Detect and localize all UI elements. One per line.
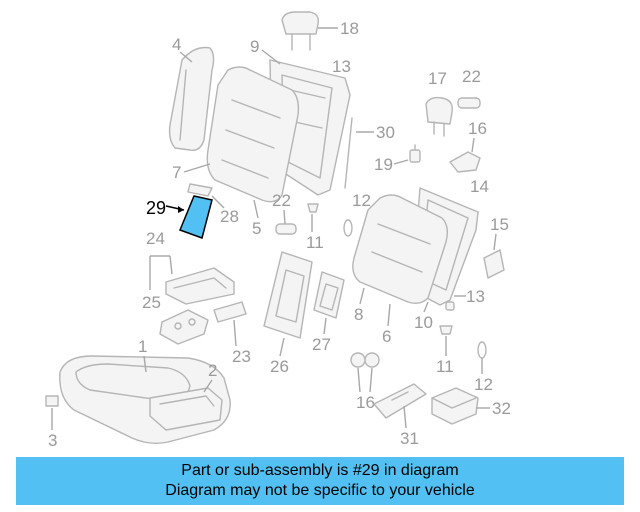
part-21-bolt[interactable] [409,144,421,163]
callout-3[interactable]: 3 [48,431,57,450]
part-27-frame[interactable] [313,271,345,319]
callout-9[interactable]: 9 [250,37,259,56]
part-11-clip-top[interactable] [307,203,319,213]
part-22-bushing-lower[interactable] [275,223,297,235]
callout-11-top[interactable]: 11 [306,233,324,252]
callout-30[interactable]: 30 [376,123,395,142]
callout-25[interactable]: 25 [142,293,161,312]
callout-23[interactable]: 23 [232,347,251,366]
part-24-cushion[interactable] [165,267,235,305]
part-31-handle[interactable] [373,383,427,419]
callout-26[interactable]: 26 [270,357,289,376]
part-26-frame[interactable] [263,251,313,339]
part-2-seat-pad[interactable] [149,387,223,431]
callout-28[interactable]: 28 [220,207,239,226]
callout-22-top[interactable]: 22 [462,67,481,86]
banner-line-1: Part or sub-assembly is #29 in diagram [181,462,459,479]
part-20-headrest[interactable] [281,11,320,51]
callout-4[interactable]: 4 [172,35,181,54]
part-8-seatback-pad-right[interactable] [352,194,449,305]
callout-12-top[interactable]: 12 [352,191,371,210]
callout-19[interactable]: 17 [428,69,447,88]
exploded-parts-diagram: 18 4 9 13 7 5 30 17 22 [45,11,511,450]
info-banner: Part or sub-assembly is #29 in diagram D… [16,457,624,505]
callout-13[interactable]: 13 [466,287,485,306]
callout-32[interactable]: 32 [492,399,511,418]
callout-11-lower[interactable]: 11 [436,357,454,376]
part-19-headrest[interactable] [425,96,453,137]
part-29-highlighted[interactable] [179,195,213,239]
part-22-bushing-top[interactable] [457,97,481,109]
part-4-side-bolster[interactable] [168,46,215,151]
callout-17[interactable]: 16 [468,119,487,138]
callout-5[interactable]: 5 [252,219,261,238]
callout-22-lower[interactable]: 22 [272,191,291,210]
callout-1[interactable]: 1 [138,337,147,356]
part-11-clip-lower[interactable] [439,325,453,335]
banner-line-2: Diagram may not be specific to your vehi… [165,482,475,499]
callout-16[interactable]: 15 [490,215,509,234]
callout-10[interactable]: 10 [414,313,433,332]
callout-29[interactable]: 29 [146,198,166,218]
part-16-bracket[interactable] [483,249,505,279]
callout-14[interactable]: 13 [332,57,351,76]
callout-7[interactable]: 7 [172,163,181,182]
part-12-ring-lower[interactable] [477,341,487,359]
part-32-module[interactable] [431,387,479,425]
callout-15[interactable]: 14 [470,177,489,196]
part-3-clip[interactable] [45,395,59,407]
part-23-strip[interactable] [213,301,247,323]
part-30-rod[interactable] [344,117,353,189]
part-28-strip[interactable] [187,183,213,197]
callout-12-lower[interactable]: 12 [474,375,493,394]
callout-8[interactable]: 8 [354,305,363,324]
part-7-seatback-pad[interactable] [206,66,300,203]
callout-6[interactable]: 6 [382,327,391,346]
callout-18[interactable]: 16 [356,393,375,412]
callout-24[interactable]: 24 [146,229,165,248]
part-17-latch[interactable] [449,151,481,173]
part-13-bolt[interactable] [445,301,455,311]
callout-27[interactable]: 27 [312,335,331,354]
part-25-bracket[interactable] [159,309,209,345]
part-12-ring-top[interactable] [343,219,353,237]
callout-2[interactable]: 2 [208,361,217,380]
callout-31[interactable]: 31 [400,429,419,448]
callout-20[interactable]: 18 [340,19,359,38]
callout-21[interactable]: 19 [374,155,393,174]
part-18-buttons[interactable] [350,352,380,368]
